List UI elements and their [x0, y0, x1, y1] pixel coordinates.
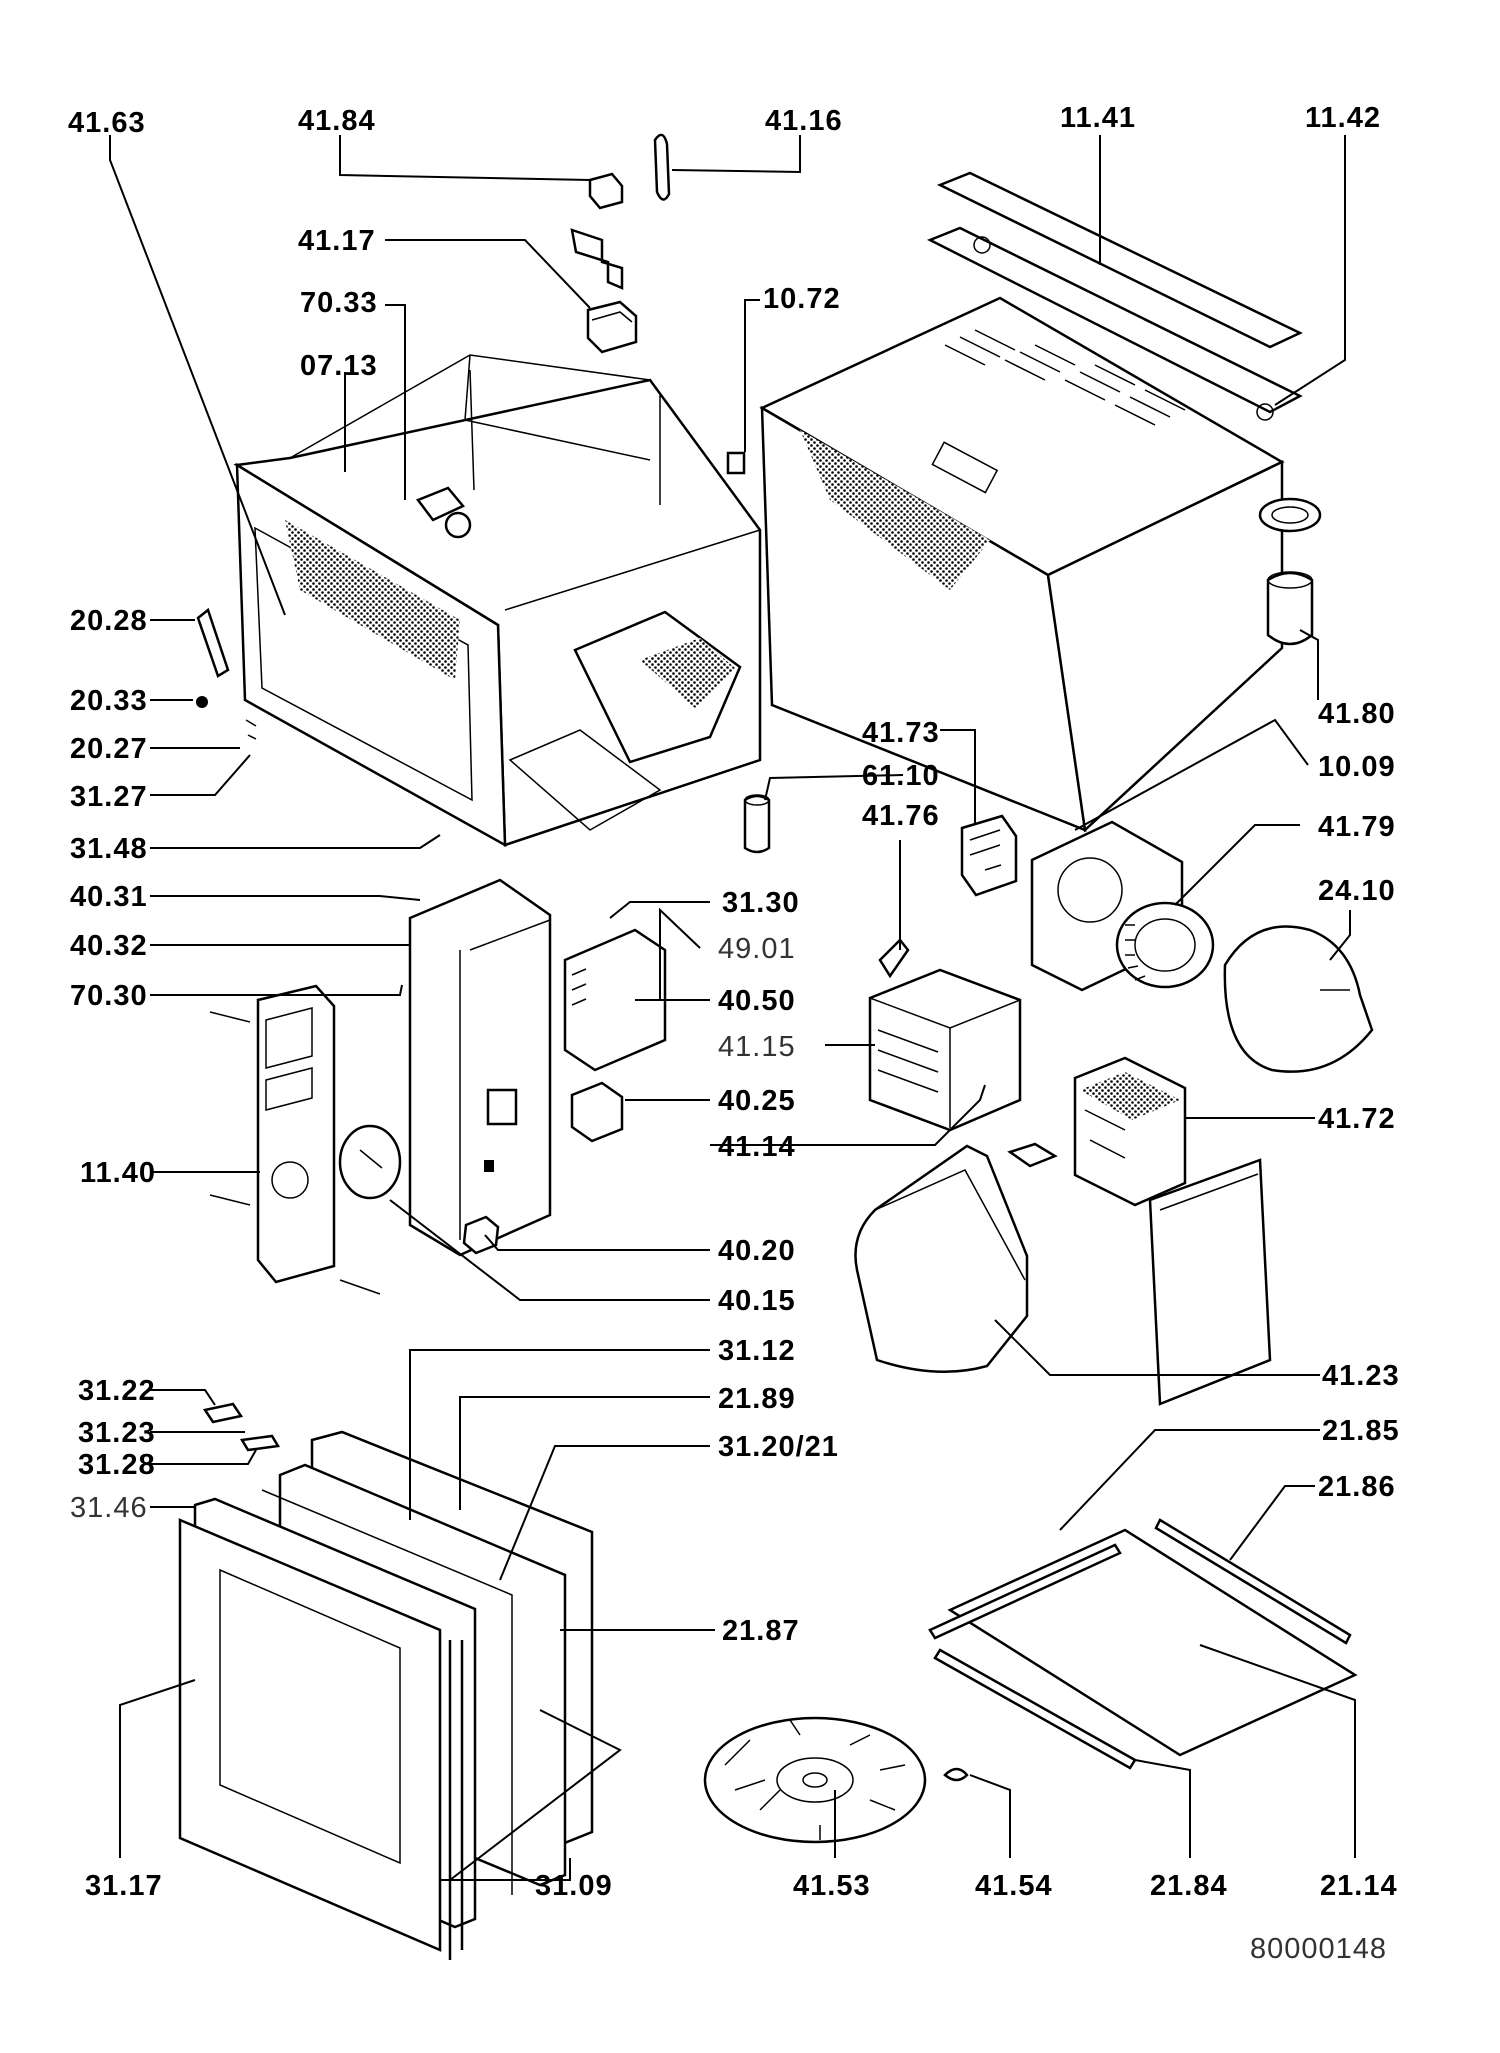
label-41-14: 41.14: [718, 1131, 796, 1163]
part-top-strip: [926, 171, 1303, 421]
label-21-87: 21.87: [722, 1615, 800, 1647]
label-31-23: 31.23: [78, 1417, 156, 1449]
label-11-41: 11.41: [1060, 102, 1136, 134]
label-41-76: 41.76: [862, 800, 940, 832]
part-turntable: [703, 1716, 927, 1844]
label-31-30: 31.30: [722, 887, 800, 919]
label-41-16: 41.16: [765, 105, 843, 137]
part-outer-case: [726, 296, 1285, 833]
part-hv-block: [1007, 1056, 1187, 1207]
label-20-33: 20.33: [70, 685, 148, 717]
part-clip: [878, 938, 910, 979]
part-switch: [586, 300, 638, 354]
part-door-latch: [202, 1402, 281, 1452]
part-coupler: [943, 1767, 969, 1782]
label-20-28: 20.28: [70, 605, 148, 637]
part-motor: [960, 814, 1018, 897]
part-pcb: [563, 928, 667, 1072]
label-41-84: 41.84: [298, 105, 376, 137]
part-glass-tray: [928, 1518, 1358, 1770]
label-41-17: 41.17: [298, 225, 376, 257]
label-61-10: 61.10: [862, 760, 940, 792]
label-24-10: 24.10: [1318, 875, 1396, 907]
label-21-84: 21.84: [1150, 1870, 1228, 1902]
part-side-plate: [1148, 1158, 1272, 1406]
leader-lines: [109, 135, 1356, 1881]
label-31-09: 31.09: [535, 1870, 613, 1902]
label-07-13: 07.13: [300, 350, 378, 382]
part-small-bracket: [570, 133, 671, 290]
document-number: 80000148: [1250, 1933, 1387, 1965]
label-40-31: 40.31: [70, 881, 148, 913]
part-knob: [338, 1124, 402, 1200]
label-21-86: 21.86: [1318, 1471, 1396, 1503]
label-21-85: 21.85: [1322, 1415, 1400, 1447]
label-31-12: 31.12: [718, 1335, 796, 1367]
label-21-14: 21.14: [1320, 1870, 1398, 1902]
label-20-27: 20.27: [70, 733, 148, 765]
label-21-89: 21.89: [718, 1383, 796, 1415]
part-fan-blower: [1115, 901, 1215, 989]
part-cylinder: [743, 794, 771, 854]
label-41-79: 41.79: [1318, 811, 1396, 843]
part-knob-base: [462, 1215, 500, 1255]
label-41-63: 41.63: [68, 107, 146, 139]
part-labels: 41.63 41.84 41.16 11.41 11.42 41.17 70.3…: [68, 102, 1400, 1965]
part-cavity-chassis: [196, 354, 762, 848]
label-11-42: 11.42: [1305, 102, 1381, 134]
label-31-17: 31.17: [85, 1870, 163, 1902]
part-fan-cover: [1223, 925, 1374, 1073]
part-duct-cover: [854, 1144, 1029, 1373]
part-capacitor: [1258, 497, 1322, 646]
label-31-46: 31.46: [70, 1492, 148, 1524]
part-control-panel: [209, 984, 381, 1295]
part-door-assembly: [178, 1430, 594, 1960]
label-70-30: 70.30: [70, 980, 148, 1012]
label-41-53: 41.53: [793, 1870, 871, 1902]
label-41-72: 41.72: [1318, 1103, 1396, 1135]
label-70-33: 70.33: [300, 287, 378, 319]
label-41-54: 41.54: [975, 1870, 1053, 1902]
label-40-32: 40.32: [70, 930, 148, 962]
label-10-72: 10.72: [763, 283, 841, 315]
part-relay: [570, 1081, 624, 1143]
label-41-73: 41.73: [862, 717, 940, 749]
label-40-25: 40.25: [718, 1085, 796, 1117]
label-31-48: 31.48: [70, 833, 148, 865]
label-31-28: 31.28: [78, 1449, 156, 1481]
label-31-22: 31.22: [78, 1375, 156, 1407]
label-40-50: 40.50: [718, 985, 796, 1017]
label-49-01: 49.01: [718, 933, 796, 965]
label-11-40: 11.40: [80, 1157, 156, 1189]
label-40-20: 40.20: [718, 1235, 796, 1267]
label-41-80: 41.80: [1318, 698, 1396, 730]
label-41-15: 41.15: [718, 1031, 796, 1063]
label-31-20-21: 31.20/21: [718, 1431, 839, 1463]
part-transformer: [868, 968, 1022, 1132]
label-41-23: 41.23: [1322, 1360, 1400, 1392]
label-10-09: 10.09: [1318, 751, 1396, 783]
part-control-bracket: [408, 878, 552, 1257]
label-40-15: 40.15: [718, 1285, 796, 1317]
label-31-27: 31.27: [70, 781, 148, 813]
